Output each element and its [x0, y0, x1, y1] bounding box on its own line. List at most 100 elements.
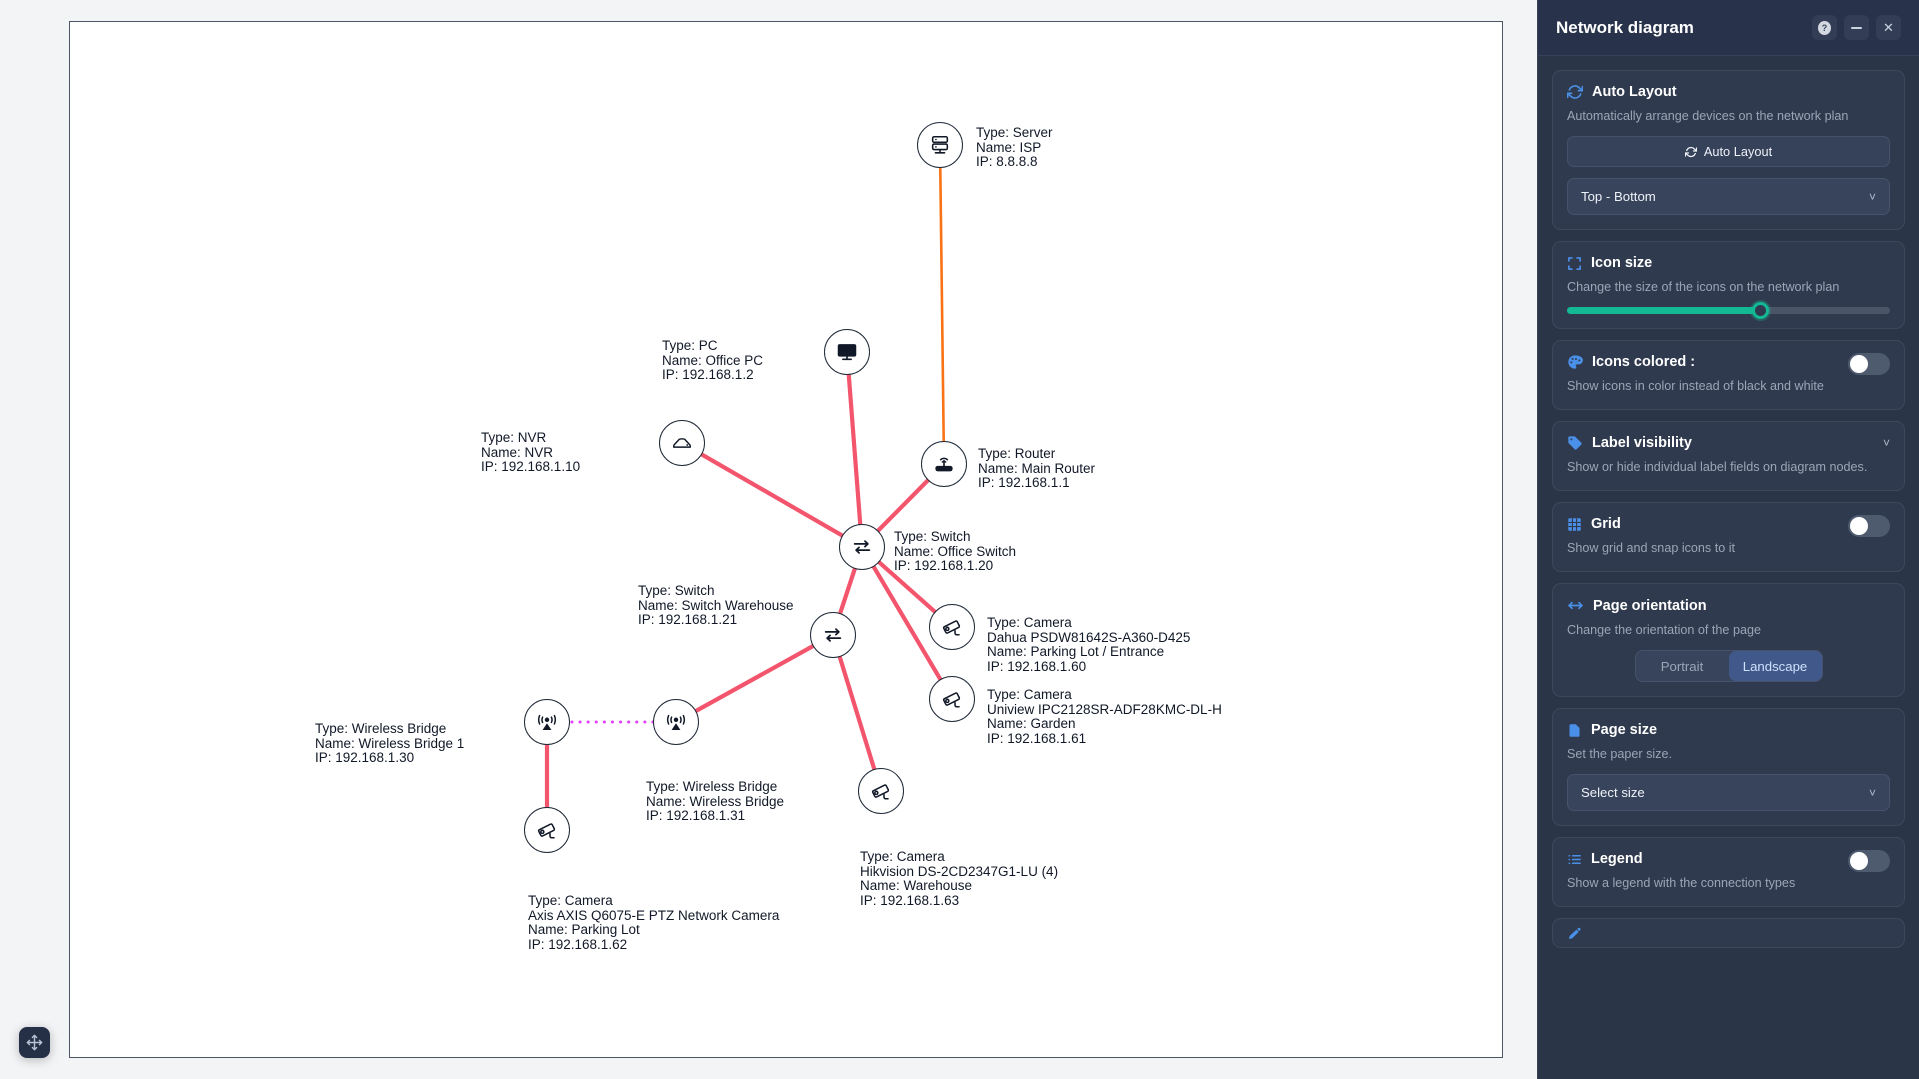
card-grid-header: Grid — [1567, 516, 1890, 532]
card-auto-layout-desc: Automatically arrange devices on the net… — [1567, 109, 1849, 123]
expand-icon — [1567, 256, 1582, 271]
diagram-node-router[interactable] — [921, 441, 967, 487]
camera-icon — [941, 688, 964, 711]
diagram-link[interactable] — [876, 478, 930, 533]
icon-size-slider[interactable] — [1567, 302, 1890, 319]
orientation-option-portrait[interactable]: Portrait — [1660, 658, 1704, 674]
icon-size-slider-knob[interactable] — [1752, 302, 1770, 319]
server-icon — [929, 134, 951, 156]
diagram-node-label-cam60: Type: Camera Dahua PSDW81642S-A360-D425 … — [987, 615, 1191, 674]
diagram-node-cam61[interactable] — [929, 676, 975, 722]
diagram-node-label-cam61: Type: Camera Uniview IPC2128SR-ADF28KMC-… — [987, 687, 1222, 746]
legend-toggle[interactable] — [1848, 850, 1890, 872]
card-page-size-header: Page size — [1567, 722, 1890, 738]
refresh-icon — [1567, 84, 1583, 100]
diagram-node-label-pc: Type: PC Name: Office PC IP: 192.168.1.2 — [662, 338, 764, 383]
chevron-down-icon: ˅ — [1868, 785, 1876, 800]
card-legend-title: Legend — [1591, 851, 1643, 867]
monitor-icon — [836, 341, 858, 363]
card-legend: Legend Show a legend with the connection… — [1552, 837, 1905, 907]
diagram-node-switch1[interactable] — [839, 524, 885, 570]
diagram-link[interactable] — [694, 644, 815, 713]
diagram-node-pc[interactable] — [824, 329, 870, 375]
close-icon: ✕ — [1883, 19, 1894, 35]
diagram-node-label-nvr: Type: NVR Name: NVR IP: 192.168.1.10 — [481, 430, 581, 475]
chevron-down-icon: ˅ — [1868, 189, 1876, 204]
panel-body[interactable]: Auto Layout Automatically arrange device… — [1538, 56, 1919, 1079]
card-partial-bottom[interactable] — [1552, 918, 1905, 948]
diagram-link[interactable] — [837, 654, 877, 772]
icons-colored-toggle[interactable] — [1848, 353, 1890, 375]
diagram-links-layer — [544, 166, 946, 810]
diagram-node-wb30[interactable] — [524, 699, 570, 745]
diagram-link[interactable] — [871, 564, 943, 682]
panel-title: Network diagram — [1556, 17, 1694, 37]
diagram-node-switch2[interactable] — [810, 612, 856, 658]
switch-icon — [822, 624, 844, 646]
orientation-option-landscape[interactable]: Landscape — [1728, 651, 1822, 681]
diagram-node-cam63[interactable] — [858, 768, 904, 814]
card-auto-layout-header: Auto Layout — [1567, 84, 1890, 100]
document-icon — [1567, 723, 1582, 738]
refresh-small-icon — [1684, 146, 1697, 158]
page-size-select[interactable]: Select size ˅ — [1567, 774, 1890, 811]
diagram-link[interactable] — [699, 452, 845, 538]
icon-size-slider-fill — [1567, 307, 1761, 314]
grid-icon — [1567, 517, 1582, 532]
layout-direction-select[interactable]: Top - Bottom ˅ — [1567, 178, 1890, 215]
card-legend-desc: Show a legend with the connection types — [1567, 876, 1796, 890]
list-icon — [1567, 852, 1582, 867]
card-legend-header: Legend — [1567, 851, 1890, 867]
move-icon — [26, 1034, 43, 1051]
diagram-node-label-isp: Type: Server Name: ISP IP: 8.8.8.8 — [976, 125, 1053, 170]
card-page-size: Page size Set the paper size. Select siz… — [1552, 708, 1905, 826]
card-icon-size-header: Icon size — [1567, 255, 1890, 271]
card-label-visibility[interactable]: Label visibility ˅ Show or hide individu… — [1552, 421, 1905, 491]
router-icon — [933, 453, 955, 475]
card-grid-title: Grid — [1591, 516, 1621, 532]
minimize-button[interactable] — [1844, 15, 1869, 40]
card-page-size-title: Page size — [1591, 722, 1658, 738]
card-auto-layout-title: Auto Layout — [1592, 84, 1677, 100]
page-orientation-segmented[interactable]: Portrait Landscape — [1634, 650, 1823, 682]
card-page-orientation-title: Page orientation — [1593, 597, 1707, 614]
grid-toggle[interactable] — [1848, 515, 1890, 537]
close-button[interactable]: ✕ — [1876, 15, 1901, 40]
diagram-node-wb31[interactable] — [653, 699, 699, 745]
diagram-node-nvr[interactable] — [659, 420, 705, 466]
chevron-down-icon[interactable]: ˅ — [1882, 436, 1890, 450]
diagram-node-label-switch1: Type: Switch Name: Office Switch IP: 192… — [894, 529, 1017, 574]
diagram-node-label-cam62: Type: Camera Axis AXIS Q6075-E PTZ Netwo… — [528, 893, 780, 952]
arrows-horizontal-icon — [1567, 597, 1584, 614]
card-icon-size-desc: Change the size of the icons on the netw… — [1567, 280, 1840, 294]
help-button[interactable]: ? — [1812, 15, 1837, 40]
card-icons-colored-desc: Show icons in color instead of black and… — [1567, 379, 1824, 393]
card-page-orientation: Page orientation Change the orientation … — [1552, 583, 1905, 697]
camera-icon — [536, 819, 559, 842]
card-label-visibility-header[interactable]: Label visibility ˅ — [1567, 435, 1890, 451]
question-mark-icon: ? — [1818, 20, 1831, 35]
diagram-node-cam60[interactable] — [929, 604, 975, 650]
switch-icon — [851, 536, 873, 558]
camera-icon — [941, 616, 964, 639]
diagram-link[interactable] — [938, 166, 946, 443]
diagram-link[interactable] — [846, 372, 863, 527]
pan-tool-button[interactable] — [19, 1027, 50, 1058]
auto-layout-button[interactable]: Auto Layout — [1567, 136, 1890, 167]
palette-icon — [1567, 354, 1583, 370]
card-grid: Grid Show grid and snap icons to it — [1552, 502, 1905, 572]
settings-panel: Network diagram ? ✕ — [1537, 0, 1919, 1079]
card-icons-colored: Icons colored : Show icons in color inst… — [1552, 340, 1905, 410]
diagram-link[interactable] — [838, 566, 857, 616]
card-page-size-desc: Set the paper size. — [1567, 747, 1673, 761]
minimize-icon — [1851, 26, 1862, 29]
diagram-node-label-router: Type: Router Name: Main Router IP: 192.1… — [978, 446, 1096, 491]
diagram-node-isp[interactable] — [917, 122, 963, 168]
card-label-visibility-title: Label visibility — [1592, 435, 1692, 451]
card-icon-size-title: Icon size — [1591, 255, 1653, 271]
diagram-node-cam62[interactable] — [524, 807, 570, 853]
diagram-link[interactable] — [877, 560, 937, 614]
